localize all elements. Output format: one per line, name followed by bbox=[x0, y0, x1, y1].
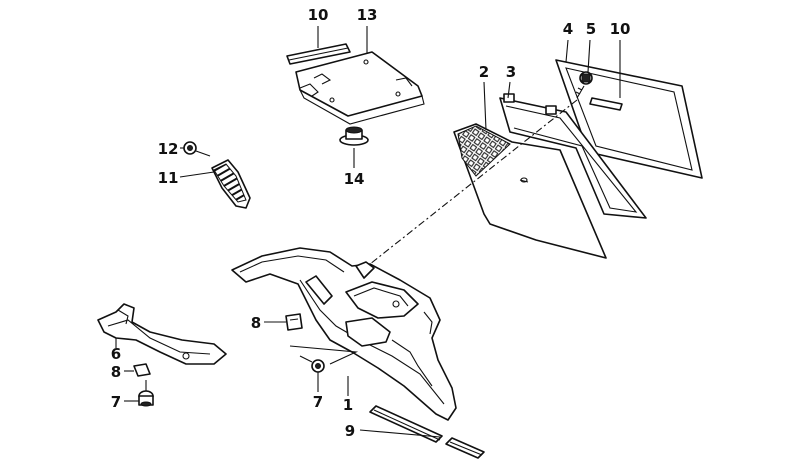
part-4-frame bbox=[555, 59, 703, 179]
part-9-strip-short bbox=[445, 437, 485, 459]
part-14-grommet bbox=[339, 126, 369, 146]
part-8-clip-lower bbox=[133, 363, 151, 377]
callout-1: 1 bbox=[343, 396, 353, 414]
part-9-strip-long bbox=[369, 405, 443, 443]
callout-5: 5 bbox=[586, 20, 596, 38]
part-13-plate bbox=[295, 51, 425, 125]
callout-2: 2 bbox=[479, 63, 489, 81]
callout-13: 13 bbox=[357, 6, 378, 24]
callout-8-upper: 8 bbox=[251, 314, 261, 332]
part-11-foot-rest bbox=[211, 159, 251, 209]
callout-10-top: 10 bbox=[308, 6, 329, 24]
part-7-screw-lower bbox=[138, 380, 154, 407]
callout-4: 4 bbox=[563, 20, 573, 38]
callout-14: 14 bbox=[344, 170, 365, 188]
callout-3: 3 bbox=[506, 63, 516, 81]
part-3-bracket bbox=[499, 93, 647, 219]
part-6-lower-bracket bbox=[97, 303, 227, 365]
part-7-screw-upper bbox=[299, 355, 325, 373]
callout-7-lower: 7 bbox=[111, 393, 121, 411]
callout-6: 6 bbox=[111, 345, 121, 363]
callout-12: 12 bbox=[158, 140, 179, 158]
callout-11: 11 bbox=[158, 169, 179, 187]
assembly-axis-line bbox=[359, 99, 578, 273]
part-8-clip-upper bbox=[285, 313, 303, 331]
callout-9: 9 bbox=[345, 422, 355, 440]
part-1-main-bracket bbox=[231, 247, 457, 421]
part-10-strip-top bbox=[286, 43, 351, 65]
callout-7-upper: 7 bbox=[313, 393, 323, 411]
leader-lines bbox=[115, 26, 621, 438]
callout-8-lower: 8 bbox=[111, 363, 121, 381]
part-12-clip bbox=[183, 141, 211, 157]
part-2-mesh-panel bbox=[453, 123, 607, 259]
part-5-screw bbox=[575, 71, 593, 99]
callout-10-right: 10 bbox=[610, 20, 631, 38]
